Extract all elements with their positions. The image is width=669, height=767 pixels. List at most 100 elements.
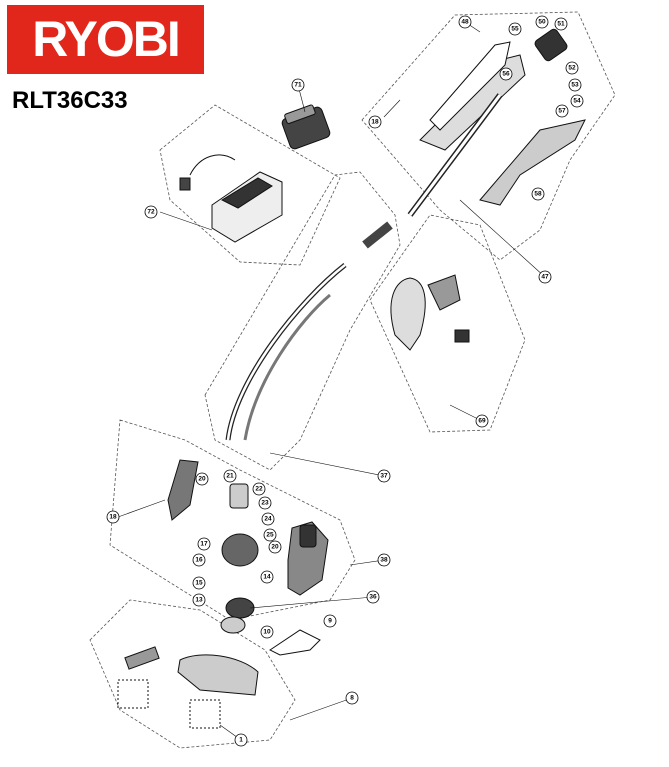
outline-handle-assembly — [361, 11, 616, 261]
callout-55 — [508, 22, 522, 36]
callout-18a — [368, 115, 382, 129]
callout-51 — [554, 17, 568, 31]
label-9: 9 — [328, 618, 332, 625]
callout-13 — [192, 593, 206, 607]
callout-labels: 48 55 50 51 52 53 54 56 57 58 18 71 72 4… — [109, 19, 581, 744]
guard-bracket — [124, 646, 160, 670]
label-48: 48 — [461, 19, 469, 26]
motor-housing-left — [167, 459, 199, 521]
label-16: 16 — [195, 557, 203, 564]
motor-housing-cap — [299, 524, 317, 548]
label-21: 21 — [226, 473, 234, 480]
label-1: 1 — [239, 737, 243, 744]
charger-top — [220, 177, 273, 209]
label-38: 38 — [380, 557, 388, 564]
label-37: 37 — [380, 473, 388, 480]
callout-72 — [144, 205, 158, 219]
label-50: 50 — [538, 19, 546, 26]
aux-handle-loop — [390, 277, 426, 351]
callout-1 — [234, 733, 248, 747]
callout-22 — [252, 482, 266, 496]
callout-20a — [195, 472, 209, 486]
charger-plug — [179, 177, 191, 191]
label-51: 51 — [557, 21, 565, 28]
label-58: 58 — [534, 191, 542, 198]
outline-motor-housing — [109, 419, 356, 621]
callout-57 — [555, 104, 569, 118]
handle-housing-half — [429, 41, 511, 131]
callout-23 — [258, 496, 272, 510]
callout-25 — [263, 528, 277, 542]
label-55: 55 — [511, 26, 519, 33]
ryobi-logo: RYOBI — [7, 5, 204, 74]
group-outlines — [89, 11, 616, 749]
label-53: 53 — [571, 82, 579, 89]
label-25: 25 — [266, 532, 274, 539]
motor — [221, 533, 259, 567]
label-10: 10 — [263, 629, 271, 636]
label-54: 54 — [573, 98, 581, 105]
trigger-housing — [479, 119, 586, 206]
outline-aux-handle — [369, 214, 526, 433]
outline-shaft — [204, 171, 401, 471]
label-36: 36 — [369, 594, 377, 601]
charger-body — [211, 171, 283, 243]
shaft-coupler — [362, 221, 393, 249]
callout-15 — [192, 576, 206, 590]
label-52: 52 — [568, 65, 576, 72]
label-18b: 18 — [109, 514, 117, 521]
aux-handle-clamp — [427, 274, 461, 311]
spool-housing — [225, 597, 255, 619]
label-17: 17 — [200, 541, 208, 548]
label-22: 22 — [255, 486, 263, 493]
callout-circles — [106, 15, 584, 747]
label-13: 13 — [195, 597, 203, 604]
callout-17 — [197, 537, 211, 551]
callout-36 — [366, 590, 380, 604]
callout-14 — [260, 570, 274, 584]
callout-56 — [499, 67, 513, 81]
label-69: 69 — [478, 418, 486, 425]
callout-38 — [377, 553, 391, 567]
motor-housing-right — [287, 521, 329, 596]
callout-53 — [568, 78, 582, 92]
label-20a: 20 — [198, 476, 206, 483]
motor-cap — [229, 483, 249, 509]
callout-52 — [565, 61, 579, 75]
callout-37 — [377, 469, 391, 483]
label-71: 71 — [294, 82, 302, 89]
edging-guide — [269, 629, 321, 656]
guard-screw-plate-right — [189, 699, 221, 729]
upper-shaft-inner — [408, 94, 502, 216]
label-23: 23 — [261, 500, 269, 507]
lower-shaft-inner — [226, 264, 346, 441]
callout-16 — [192, 553, 206, 567]
parts — [117, 28, 586, 729]
callout-50 — [535, 15, 549, 29]
label-47: 47 — [541, 274, 549, 281]
callout-71 — [291, 78, 305, 92]
lower-shaft — [225, 263, 347, 441]
callout-47 — [538, 270, 552, 284]
label-56: 56 — [502, 71, 510, 78]
label-15: 15 — [195, 580, 203, 587]
logo-text: RYOBI — [32, 11, 181, 67]
label-18a: 18 — [371, 119, 379, 126]
callout-58 — [531, 187, 545, 201]
callout-24 — [261, 512, 275, 526]
guard-screw-plate-left — [117, 679, 149, 709]
lower-shaft-tube — [243, 293, 331, 441]
label-20b: 20 — [271, 544, 279, 551]
spool — [220, 616, 246, 634]
label-14: 14 — [263, 574, 271, 581]
battery-latch — [534, 28, 568, 62]
battery-top — [284, 104, 316, 125]
callout-20b — [268, 540, 282, 554]
callout-18b — [106, 510, 120, 524]
callout-8 — [345, 691, 359, 705]
label-8: 8 — [350, 695, 354, 702]
label-57: 57 — [558, 108, 566, 115]
callout-9 — [323, 614, 337, 628]
model-title: RLT36C33 — [12, 87, 128, 114]
